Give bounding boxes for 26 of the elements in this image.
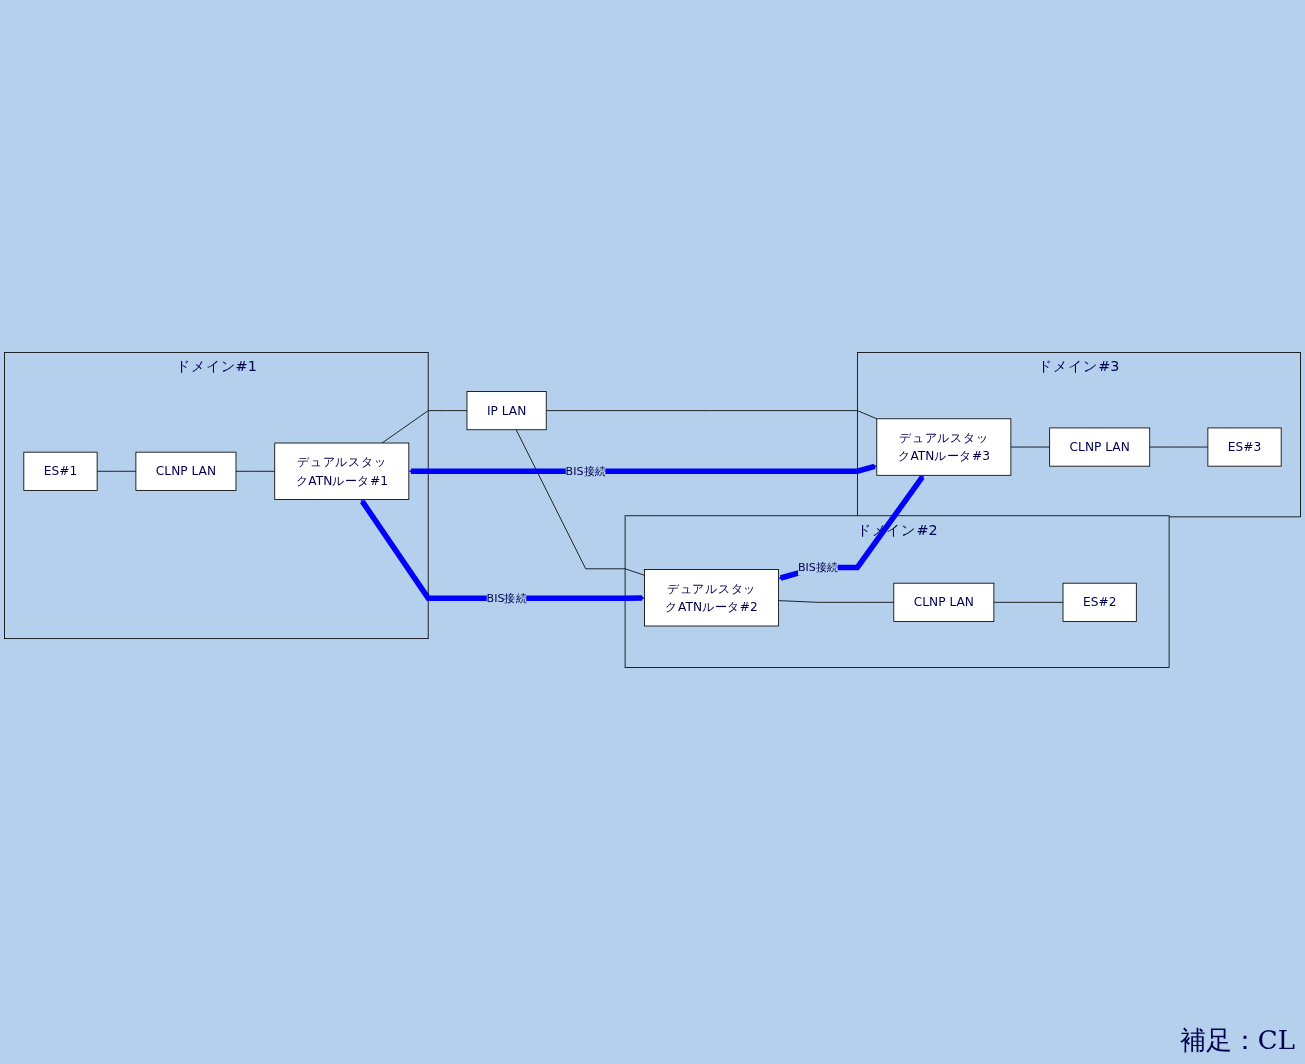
connector	[545, 410, 878, 420]
connector	[993, 601, 1064, 603]
connector	[778, 600, 895, 603]
connector	[96, 470, 137, 472]
arrow	[408, 463, 877, 475]
edge-label: BIS接続	[797, 560, 839, 575]
edge-label: BIS接続	[486, 591, 527, 605]
arrow	[360, 499, 645, 601]
node-box: CLNP LAN	[135, 451, 237, 491]
arrow	[778, 475, 925, 581]
node-box: デュアルスタックATNルータ#2	[644, 569, 779, 627]
node-box: ES#1	[23, 451, 98, 491]
connector	[1010, 446, 1051, 448]
node-box: ES#2	[1062, 582, 1137, 622]
node-box: CLNP LAN	[893, 582, 995, 622]
edge-label: BIS接続	[565, 464, 606, 478]
node-box: CLNP LAN	[1049, 427, 1151, 467]
connector	[1149, 446, 1209, 448]
node-box: IP LAN	[466, 391, 547, 431]
node-box: デュアルスタックATNルータ#3	[876, 418, 1012, 476]
connector	[381, 410, 468, 444]
node-box: デュアルスタックATNルータ#1	[274, 442, 410, 500]
connector	[515, 429, 645, 576]
connector	[235, 470, 276, 472]
node-box: ES#3	[1207, 427, 1282, 467]
note-text: 補足：CL	[1179, 1025, 1295, 1055]
